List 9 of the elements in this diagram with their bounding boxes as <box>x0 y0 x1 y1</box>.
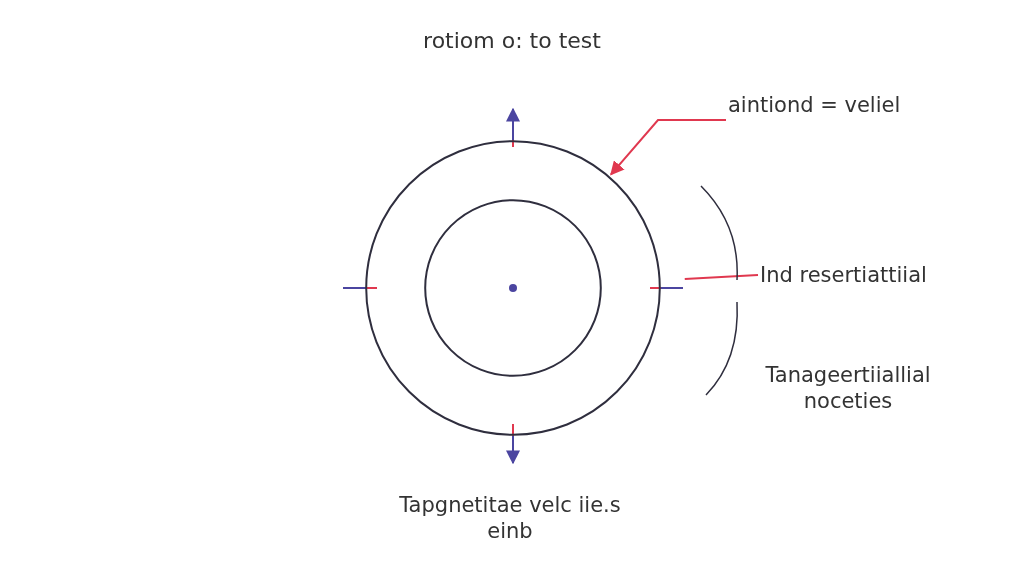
leader-line <box>683 274 759 280</box>
annotation-text: Tanageertiiallial noceties <box>764 362 932 414</box>
outer-ring <box>365 140 661 436</box>
leader-arrow <box>610 119 727 176</box>
annotation-text: aintiond = veliel <box>728 92 901 118</box>
diagram-title: rotiom o: to test <box>423 28 601 53</box>
annotation-text: Ind resertiattiial <box>760 262 927 288</box>
caption-text: Tapgnetitae velc iie.s einb <box>398 492 622 544</box>
inner-circle <box>424 199 602 377</box>
